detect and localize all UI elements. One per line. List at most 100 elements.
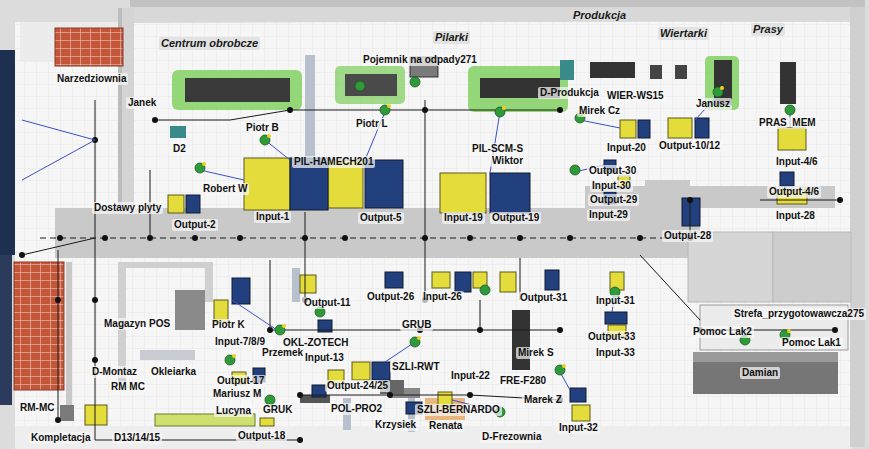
object-label: Output-31 <box>518 292 569 304</box>
storage-block <box>773 232 851 302</box>
path-node <box>297 392 303 398</box>
object-label: Input-4/6 <box>774 156 820 168</box>
path-network <box>480 300 481 330</box>
input-buffer <box>440 173 486 213</box>
object-label: Output-33 <box>586 331 637 343</box>
output-buffer <box>570 388 586 402</box>
operator <box>410 337 420 347</box>
operator <box>195 163 205 173</box>
output-buffer <box>186 195 200 213</box>
output-buffer <box>638 120 650 138</box>
object-label: RM-MC <box>18 402 56 414</box>
object-label: Input-26 <box>421 291 464 303</box>
input-buffer <box>668 118 692 138</box>
input-buffer <box>260 418 274 426</box>
path-node <box>467 235 473 241</box>
object-label: Janek <box>126 97 158 109</box>
operator <box>555 365 565 375</box>
object-label: Mirek Cz <box>577 105 622 117</box>
input-buffer <box>500 272 516 292</box>
storage-block <box>693 352 838 362</box>
output-buffer <box>372 362 390 380</box>
storage-rack <box>55 28 123 66</box>
input-buffer <box>85 405 107 425</box>
object-label: Pojemnik na odpady271 <box>361 54 479 66</box>
machine <box>175 290 205 330</box>
area-title: Prasy <box>751 23 785 36</box>
object-label: D-Montaz <box>90 366 139 378</box>
operator-link <box>580 120 620 128</box>
path-network <box>640 255 700 320</box>
machine <box>780 62 796 104</box>
path-node <box>422 235 428 241</box>
operator <box>495 107 505 117</box>
object-label: Kompletacja <box>29 432 92 444</box>
operator <box>380 105 390 115</box>
floor <box>15 22 851 449</box>
object-label: Pomoc Lak1 <box>780 337 843 349</box>
object-label: Krzysiek <box>373 419 418 431</box>
object-label: Output-30 <box>587 165 638 177</box>
object-label: Output-17 <box>215 375 266 387</box>
path-network <box>300 395 560 400</box>
input-buffer <box>620 120 636 138</box>
object-label: Lucyna <box>214 405 253 417</box>
path-node <box>147 235 153 241</box>
area-title: Produkcja <box>571 9 628 22</box>
output-buffer <box>780 172 794 186</box>
storage-block <box>693 362 838 394</box>
path-node <box>55 417 61 423</box>
object-label: Robert W <box>201 183 249 195</box>
object-label: GRUK <box>261 404 294 416</box>
machine <box>590 62 635 78</box>
machine <box>185 78 290 102</box>
walls <box>130 7 862 23</box>
operator <box>195 77 795 417</box>
input-buffer <box>572 405 590 421</box>
path-node <box>477 327 483 333</box>
path-network <box>305 212 306 300</box>
operator <box>480 285 490 295</box>
walls <box>66 262 72 412</box>
output-buffer <box>186 118 794 414</box>
path-node <box>567 235 573 241</box>
path-node <box>467 392 473 398</box>
operator <box>275 325 285 335</box>
object-label: Output-5 <box>358 212 404 224</box>
path-node <box>237 235 243 241</box>
floor <box>15 22 851 426</box>
object-label: D-Frezownia <box>480 431 543 443</box>
output-buffer <box>682 198 700 226</box>
operator <box>570 165 580 175</box>
operator-link <box>22 140 95 180</box>
object-label: Marek Z <box>522 394 564 406</box>
path-node <box>422 107 428 113</box>
object-label: PIL-SCM-S <box>470 143 525 155</box>
path-network <box>760 200 840 201</box>
walls <box>205 262 213 302</box>
path-node <box>287 107 293 113</box>
path-node <box>192 235 198 241</box>
walls <box>118 262 213 268</box>
object-label: Output-24/25 <box>325 380 390 392</box>
object-label: D2 <box>171 143 188 155</box>
machine <box>60 405 74 421</box>
path-node <box>557 327 563 333</box>
work-pad <box>172 70 302 110</box>
machine <box>170 126 186 138</box>
output-buffer <box>232 278 250 304</box>
object-label: Input-22 <box>449 370 492 382</box>
operator-link <box>385 342 415 362</box>
object-label: Damian <box>740 367 780 379</box>
operator-head <box>202 162 206 166</box>
operator <box>260 135 270 145</box>
operator-link <box>22 120 95 140</box>
object-label: Input-20 <box>605 142 648 154</box>
object-label: Narzedziownia <box>55 73 128 85</box>
object-label: Dostawy plyty <box>92 202 163 214</box>
machine <box>60 57 796 426</box>
path-node <box>152 117 158 123</box>
input-buffer <box>168 195 184 213</box>
input-buffer <box>244 158 290 210</box>
